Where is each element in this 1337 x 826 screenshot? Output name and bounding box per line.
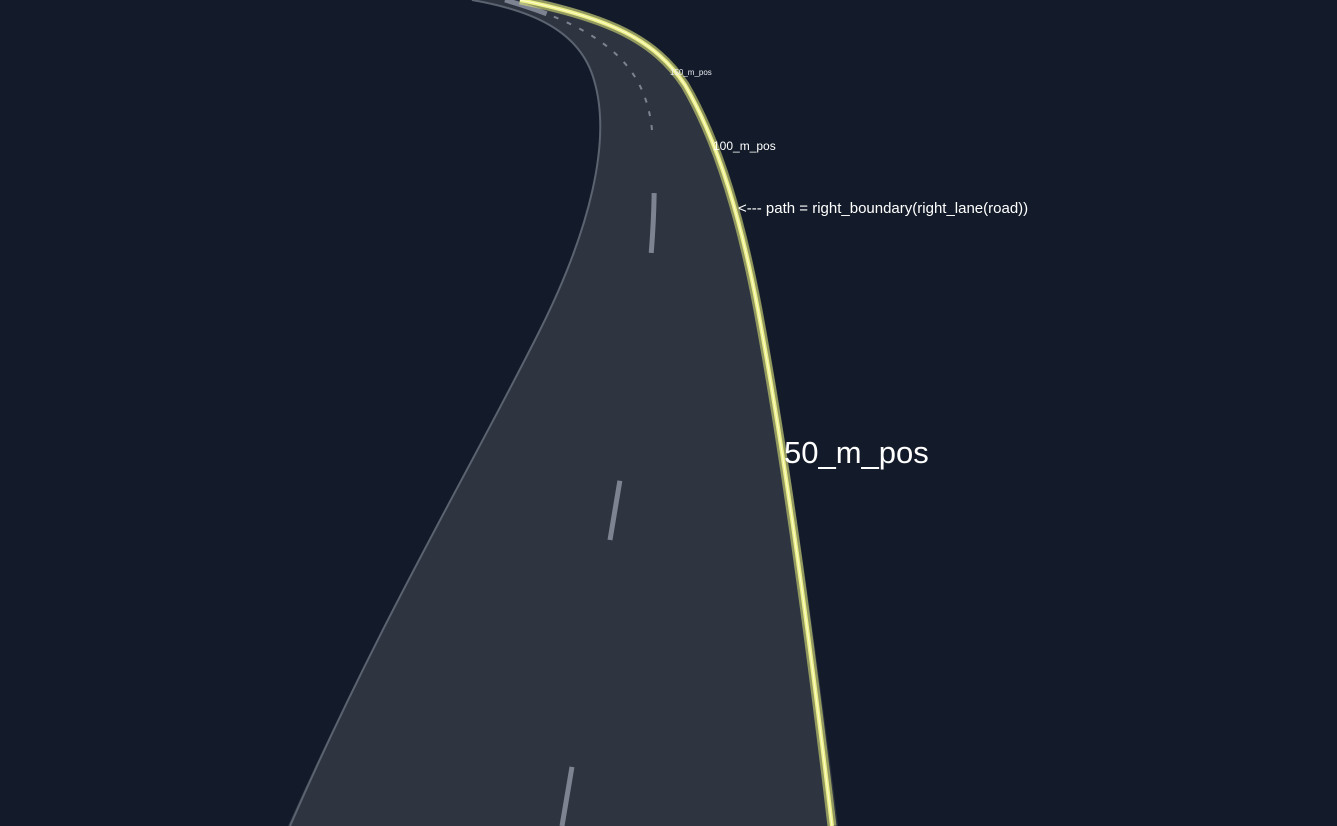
label-100-m-pos: 100_m_pos <box>713 139 776 153</box>
right-boundary-core <box>519 0 833 826</box>
label-path-annotation: <--- path = right_boundary(right_lane(ro… <box>738 200 1029 217</box>
label-50-m-pos: 50_m_pos <box>784 435 929 470</box>
left-road-edge <box>289 0 602 826</box>
road-surface <box>288 0 838 826</box>
center-lane-marking-far <box>504 0 653 131</box>
label-150-m-pos: 150_m_pos <box>670 68 712 77</box>
